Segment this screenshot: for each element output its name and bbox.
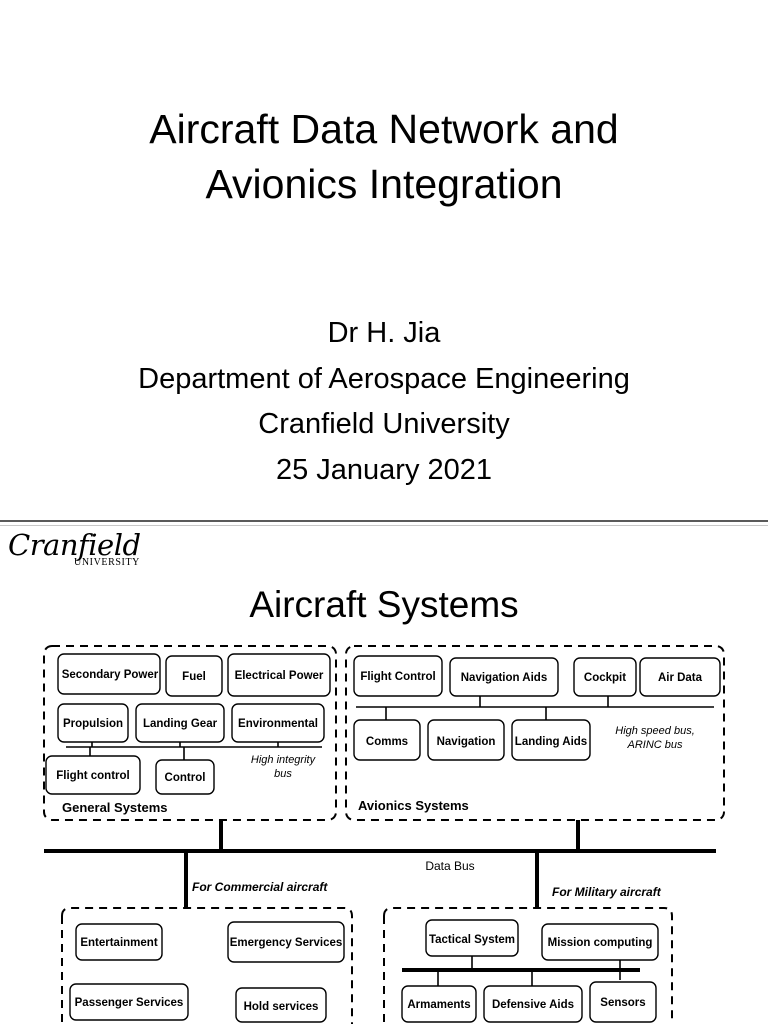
label-secondary-power: Secondary Power	[62, 669, 159, 681]
box-hold-services	[235, 987, 327, 1023]
box-navigation	[427, 719, 505, 761]
general-systems-label: General Systems	[62, 800, 168, 815]
label-flight-control-avionics: Flight Control	[360, 671, 435, 683]
label-mission-computing: Mission computing	[548, 937, 653, 949]
label-air-data: Air Data	[658, 672, 703, 684]
box-propulsion	[57, 703, 129, 743]
label-landing-gear: Landing Gear	[143, 718, 218, 730]
commercial-caption: For Commercial aircraft	[192, 880, 328, 894]
label-landing-aids: Landing Aids	[515, 736, 587, 748]
label-defensive-aids: Defensive Aids	[492, 999, 574, 1011]
label-environmental: Environmental	[238, 718, 318, 730]
label-armaments: Armaments	[407, 999, 470, 1011]
box-navigation-aids	[449, 657, 559, 697]
box-environmental	[231, 703, 325, 743]
cranfield-logo: Cranfield UNIVERSITY	[8, 528, 158, 572]
box-fuel	[165, 655, 223, 697]
presentation-title-line-2: Avionics Integration	[205, 161, 563, 207]
university: Cranfield University	[258, 408, 510, 440]
box-landing-gear	[135, 703, 225, 743]
box-flight-control-general	[45, 755, 141, 795]
box-armaments	[401, 985, 477, 1023]
commercial-group	[61, 907, 353, 1024]
logo-wordmark: Cranfield	[8, 528, 141, 562]
box-secondary-power	[57, 653, 161, 695]
label-entertainment: Entertainment	[80, 937, 157, 949]
high-speed-bus-label-1: High speed bus,	[615, 725, 695, 737]
label-navigation: Navigation	[437, 736, 496, 748]
high-integrity-bus-label-1: High integrity	[251, 754, 317, 766]
slide-divider-thin	[0, 525, 768, 526]
label-emergency-services: Emergency Services	[230, 937, 343, 949]
aircraft-systems-diagram: Secondary Power Fuel Electrical Power Pr…	[43, 645, 725, 1024]
military-caption: For Military aircraft	[552, 885, 662, 899]
label-electrical-power: Electrical Power	[235, 670, 324, 682]
box-comms	[353, 719, 421, 761]
box-mission-computing	[541, 923, 659, 961]
box-defensive-aids	[483, 985, 583, 1023]
label-comms: Comms	[366, 736, 408, 748]
box-passenger-services	[69, 983, 189, 1021]
label-sensors: Sensors	[600, 997, 645, 1009]
box-entertainment	[75, 923, 163, 961]
box-landing-aids	[511, 719, 591, 761]
date: 25 January 2021	[275, 454, 493, 486]
department: Department of Aerospace Engineering	[138, 363, 630, 395]
avionics-systems-label: Avionics Systems	[358, 798, 469, 813]
general-systems-group	[43, 645, 337, 821]
box-flight-control-avionics	[353, 655, 443, 697]
military-group	[383, 907, 673, 1024]
label-navigation-aids: Navigation Aids	[461, 672, 547, 684]
label-flight-control-general: Flight control	[56, 770, 129, 782]
label-fuel: Fuel	[182, 671, 206, 683]
label-passenger-services: Passenger Services	[75, 997, 184, 1009]
title-slide: Aircraft Data Network and Avionics Integ…	[138, 106, 630, 486]
box-electrical-power	[227, 653, 331, 697]
box-tactical-system	[425, 919, 519, 957]
box-emergency-services	[227, 921, 345, 963]
author: Dr H. Jia	[327, 317, 441, 349]
label-cockpit: Cockpit	[584, 672, 626, 684]
label-control: Control	[165, 772, 206, 784]
avionics-systems-group	[345, 645, 725, 821]
box-control	[155, 759, 215, 795]
slide-title: Aircraft Systems	[249, 584, 519, 625]
box-air-data	[639, 657, 721, 697]
label-propulsion: Propulsion	[63, 718, 123, 730]
high-speed-bus-label-2: ARINC bus	[626, 739, 683, 751]
box-cockpit	[573, 657, 637, 697]
label-tactical-system: Tactical System	[429, 934, 515, 946]
data-bus-label: Data Bus	[425, 859, 474, 873]
logo-subtitle: UNIVERSITY	[74, 557, 140, 568]
label-hold-services: Hold services	[244, 1001, 319, 1013]
box-sensors	[589, 981, 657, 1023]
slide-divider	[0, 520, 768, 522]
high-integrity-bus-label-2: bus	[274, 768, 292, 780]
presentation-title-line-1: Aircraft Data Network and	[149, 106, 619, 152]
